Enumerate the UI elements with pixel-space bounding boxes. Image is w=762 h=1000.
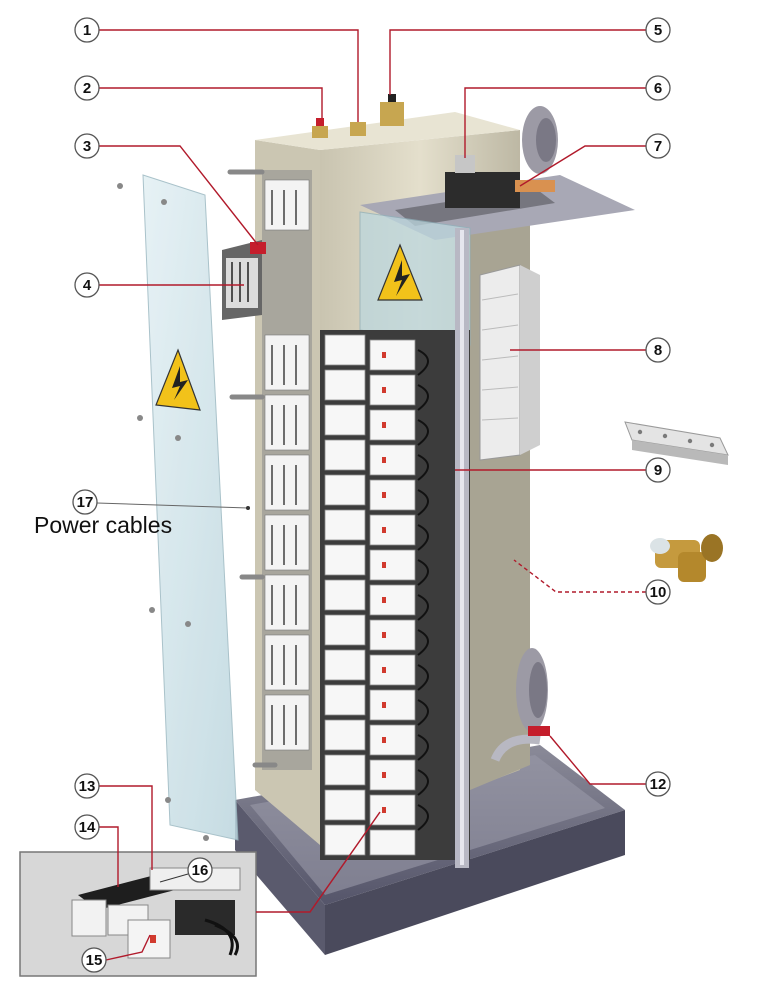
- callout-9: 9: [645, 457, 671, 483]
- svg-text:17: 17: [77, 494, 94, 511]
- front-contactor-column: [320, 228, 470, 868]
- leader-2: [99, 87, 323, 118]
- svg-text:2: 2: [83, 80, 91, 97]
- callout-3: 3: [74, 133, 100, 159]
- brass-elbow-fitting: [650, 534, 723, 582]
- flange-top: [522, 106, 558, 174]
- svg-text:10: 10: [650, 584, 667, 601]
- callout-13: 13: [74, 773, 100, 799]
- callout-10: 10: [645, 579, 671, 605]
- callout-6: 6: [645, 75, 671, 101]
- contactor-detail-inset: [19, 851, 257, 977]
- svg-text:8: 8: [654, 342, 662, 359]
- power-cables-label: Power cables: [34, 512, 173, 538]
- callout-1: 1: [74, 17, 100, 43]
- leader-17: [96, 502, 249, 509]
- callout-4: 4: [74, 272, 100, 298]
- leader-13: [99, 785, 153, 870]
- svg-text:12: 12: [650, 776, 667, 793]
- leader-7: [519, 145, 646, 187]
- callout-17: 17: [72, 489, 98, 515]
- high-voltage-warning-icon: [377, 243, 423, 301]
- leader-16: [159, 873, 189, 883]
- svg-text:13: 13: [79, 778, 96, 795]
- detached-terminal-block: [222, 240, 266, 320]
- svg-text:9: 9: [654, 462, 662, 479]
- callout-8: 8: [645, 337, 671, 363]
- leader-1: [99, 29, 359, 122]
- leader-15: [105, 934, 151, 961]
- callout-7: 7: [645, 133, 671, 159]
- callout-14: 14: [74, 814, 100, 840]
- svg-text:5: 5: [654, 22, 662, 39]
- front-protective-cover: [359, 211, 471, 346]
- rear-contactor-column: [227, 169, 312, 770]
- detached-cover-panel: [117, 174, 239, 841]
- callout-2: 2: [74, 75, 100, 101]
- top-fittings: [312, 94, 404, 138]
- high-voltage-warning-icon: [155, 348, 201, 411]
- callout-12: 12: [645, 771, 671, 797]
- leader-lines: [99, 29, 646, 961]
- leader-3: [99, 145, 259, 246]
- leader-5: [389, 29, 646, 95]
- svg-text:15: 15: [86, 952, 103, 969]
- busbar-accessory: [624, 421, 729, 465]
- drain-valve: [490, 726, 550, 762]
- svg-text:14: 14: [79, 819, 96, 836]
- callout-16: 16: [187, 857, 213, 883]
- leader-6: [464, 87, 646, 158]
- inset-contactor: [71, 867, 241, 959]
- leader-12: [549, 735, 646, 785]
- callout-15: 15: [81, 947, 107, 973]
- svg-text:7: 7: [654, 138, 662, 155]
- svg-text:1: 1: [83, 22, 91, 39]
- callout-5: 5: [645, 17, 671, 43]
- svg-text:4: 4: [83, 277, 92, 294]
- svg-text:6: 6: [654, 80, 662, 97]
- leader-14: [99, 826, 119, 887]
- svg-text:3: 3: [83, 138, 91, 155]
- control-module: [479, 264, 540, 461]
- leader-10: [513, 559, 646, 593]
- flange-bottom: [516, 648, 548, 732]
- svg-text:16: 16: [192, 862, 209, 879]
